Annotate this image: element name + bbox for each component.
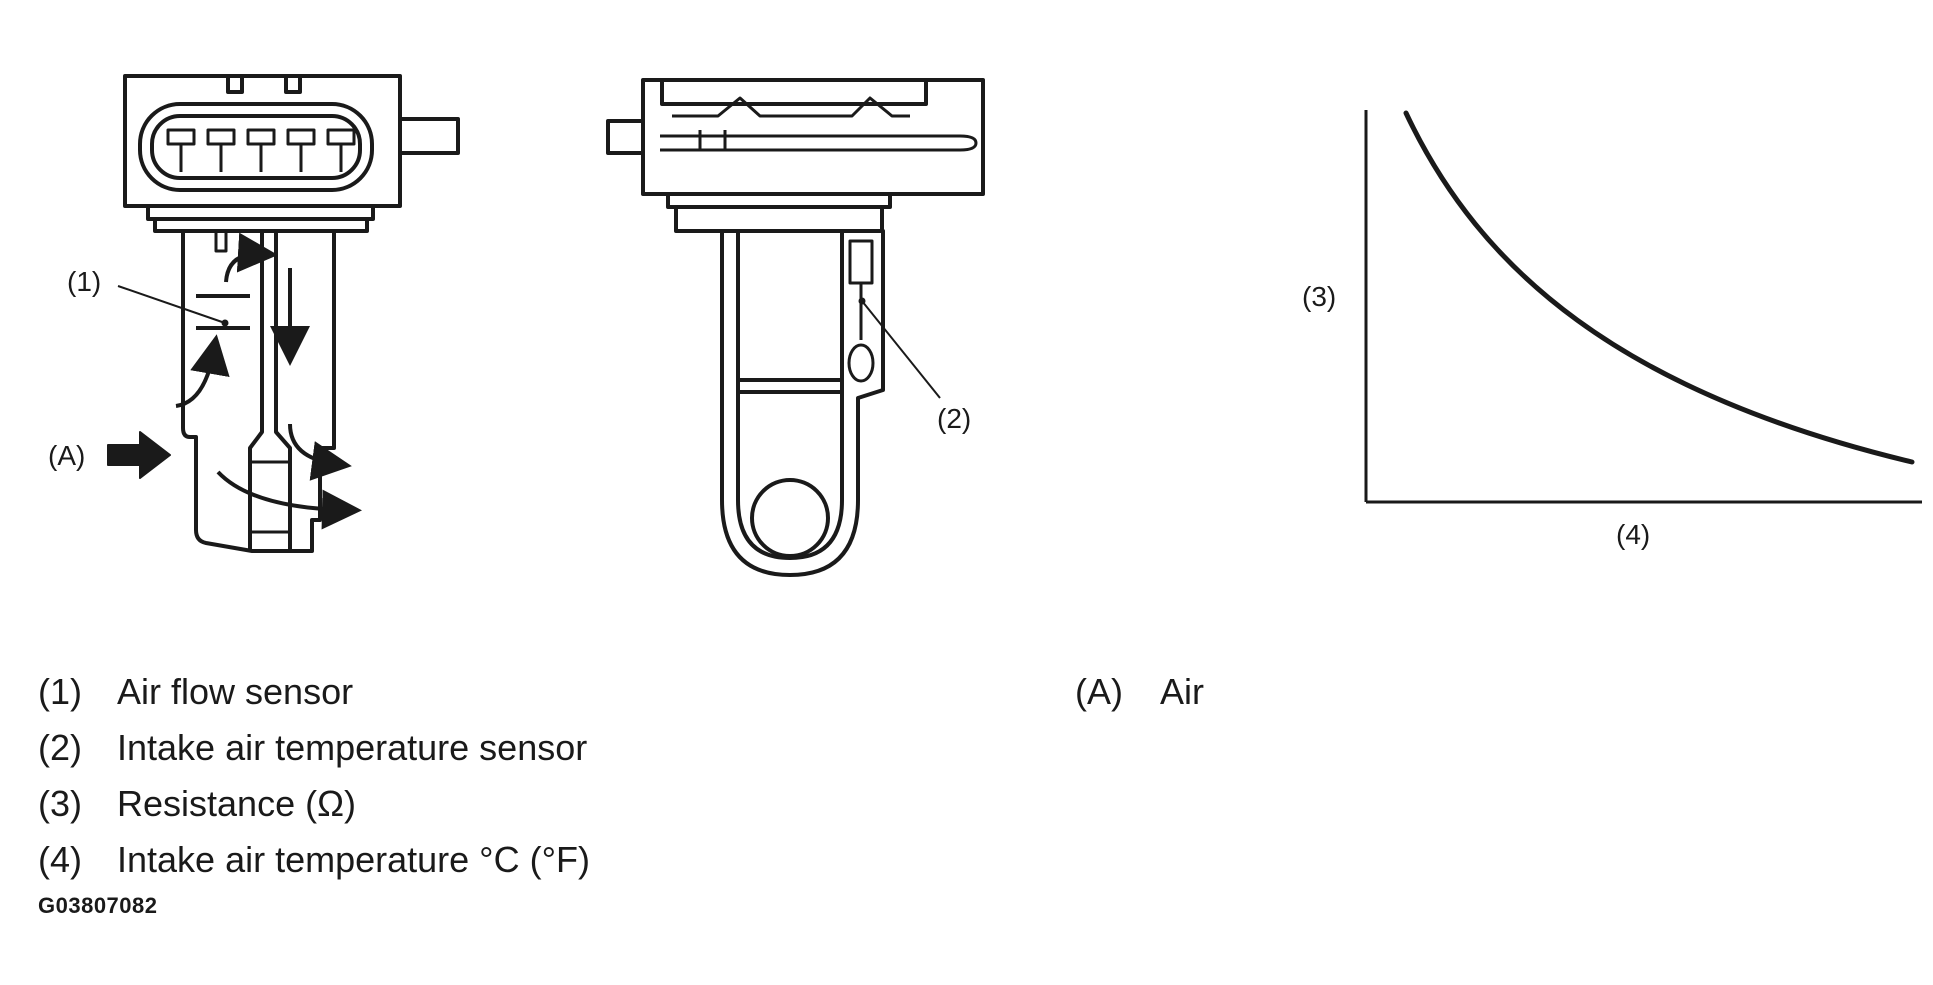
callout-4: (4) — [1616, 519, 1650, 550]
air-inlet-arrow-icon — [107, 431, 171, 479]
airflow-arrows — [175, 232, 362, 530]
callout-1: (1) — [67, 266, 101, 297]
temperature-sensor-bulb — [847, 343, 875, 383]
callout-2: (2) — [937, 403, 971, 434]
resistance-curve — [1403, 110, 1915, 465]
connector-terminals — [166, 128, 356, 172]
resistance-temperature-graph — [1364, 110, 1922, 504]
sensor-front-view — [107, 74, 460, 553]
callout-3: (3) — [1302, 281, 1336, 312]
callout-A: (A) — [48, 440, 85, 471]
sensor-side-view — [606, 78, 985, 577]
